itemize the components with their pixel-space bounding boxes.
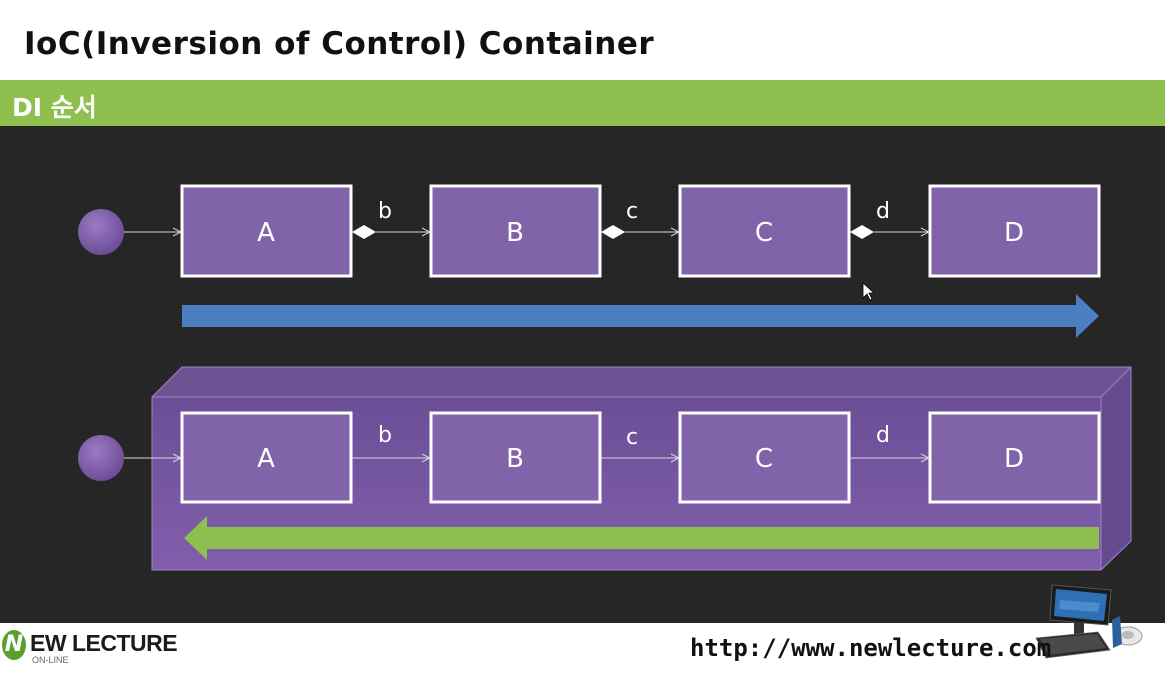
box-a-top: A	[180, 184, 353, 278]
box-b-bottom-label: B	[506, 444, 524, 474]
box-b-bottom: B	[429, 411, 602, 504]
blue-right-arrow	[182, 294, 1099, 338]
start-node-top	[78, 209, 124, 255]
box-b-top-label: B	[506, 218, 524, 248]
container-top-face	[152, 367, 1131, 397]
logo-mark-icon: N	[2, 630, 26, 660]
box-a-bottom-label: A	[257, 444, 275, 474]
box-c-bottom-label: C	[755, 444, 773, 474]
link-c-d-top: d	[850, 199, 929, 239]
box-d-bottom: D	[928, 411, 1101, 504]
link-c-d-bottom: d	[850, 423, 929, 458]
box-d-top: D	[928, 184, 1101, 278]
link-b-c-top: c	[601, 199, 679, 239]
box-d-top-label: D	[1004, 218, 1024, 248]
start-node-bottom	[78, 435, 124, 481]
box-a-bottom: A	[180, 411, 353, 504]
section-label: DI 순서	[12, 93, 97, 122]
box-c-top-label: C	[755, 218, 773, 248]
link-label-c-bottom: c	[626, 425, 638, 450]
link-label-b-bottom: b	[378, 423, 392, 448]
box-c-bottom: C	[678, 411, 851, 504]
bottom-row: A B C D b c d	[78, 411, 1101, 560]
top-row: A B C D b c d	[78, 184, 1101, 338]
box-c-top: C	[678, 184, 851, 278]
section-header-bar: DI 순서	[0, 80, 1165, 126]
green-left-arrow	[184, 516, 1099, 560]
container-right-face	[1101, 367, 1131, 570]
slide-title: IoC(Inversion of Control) Container	[24, 26, 655, 62]
link-label-d-bottom: d	[876, 423, 890, 448]
box-a-top-label: A	[257, 218, 275, 248]
footer-url: http://www.newlecture.com	[690, 634, 1052, 662]
logo-text: EW LECTURE	[30, 630, 178, 656]
link-b-c-bottom: c	[601, 425, 679, 458]
link-label-c-top: c	[626, 199, 638, 224]
link-label-b-top: b	[378, 199, 392, 224]
link-a-b-bottom: b	[352, 423, 430, 458]
mouse-pointer-icon	[862, 282, 876, 301]
link-a-b-top: b	[352, 199, 430, 239]
composition-diamond-icon	[352, 225, 376, 239]
newlecture-logo: N EW LECTURE ON-LINE	[2, 628, 202, 668]
logo-subtext: ON-LINE	[32, 655, 69, 665]
computer-illustration-icon	[1035, 584, 1143, 659]
composition-diamond-icon	[850, 225, 874, 239]
composition-diamond-icon	[601, 225, 625, 239]
box-d-bottom-label: D	[1004, 444, 1024, 474]
box-b-top: B	[429, 184, 602, 278]
link-label-d-top: d	[876, 199, 890, 224]
